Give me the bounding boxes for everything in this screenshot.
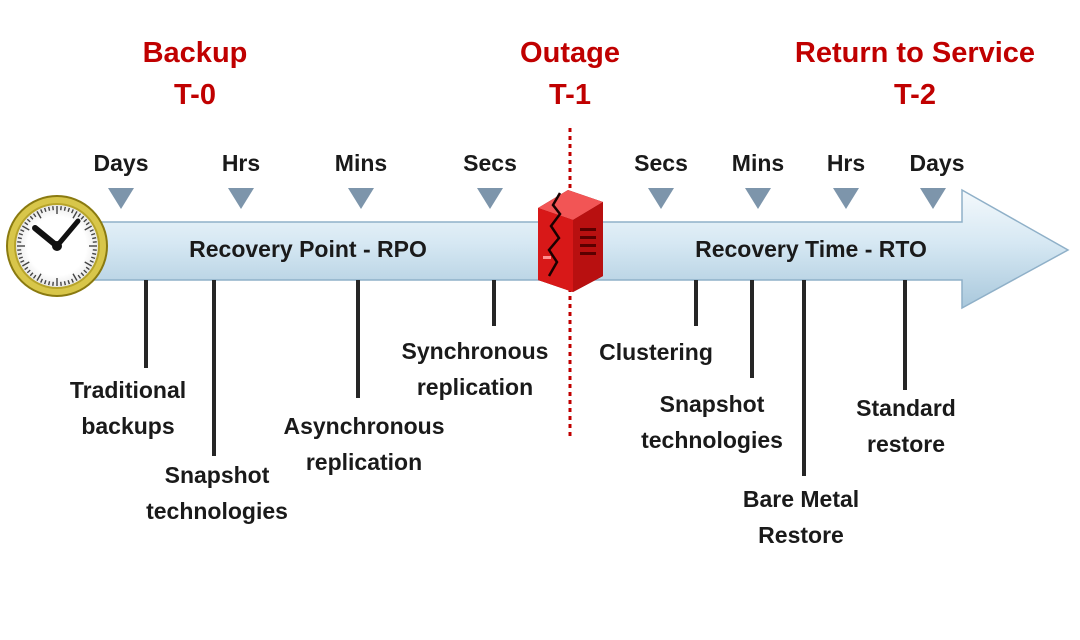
clock-tick xyxy=(40,278,43,283)
clock-tick xyxy=(72,273,78,281)
scale-marker xyxy=(648,188,674,209)
stem-asynchronous xyxy=(356,280,360,398)
clock-tick xyxy=(20,229,25,232)
clock-tick xyxy=(47,281,51,286)
clock-tick xyxy=(91,256,96,260)
clock-tick xyxy=(43,280,47,285)
stem-snapshot-left xyxy=(212,280,216,456)
clock-tick xyxy=(29,215,34,220)
clock-tick xyxy=(77,213,82,218)
clock-tick xyxy=(20,260,25,263)
phase-code: T-1 xyxy=(549,79,591,111)
clock-tick xyxy=(17,236,22,240)
phase-code: T-0 xyxy=(174,79,216,111)
scale-marker xyxy=(108,188,134,209)
rto-label: Recovery Time - RTO xyxy=(695,236,927,262)
scale-marker xyxy=(228,188,254,209)
clock-tick xyxy=(71,209,74,214)
clock-tick xyxy=(47,206,51,211)
tech-standard-restore: Standard restore xyxy=(856,395,956,457)
clock-tick xyxy=(83,269,88,274)
clock-tick xyxy=(91,232,96,236)
clock-tick xyxy=(22,225,30,231)
clock-tick xyxy=(72,211,78,219)
clock-tick xyxy=(84,225,92,231)
clock-tick xyxy=(89,260,94,263)
phase-name: Return to Service xyxy=(794,37,1036,69)
clock-tick xyxy=(24,221,29,226)
scale-label-secs-right: Secs xyxy=(634,150,688,176)
stem-snapshot-right xyxy=(750,280,754,378)
clock-tick xyxy=(32,213,37,218)
phase-name: Backup xyxy=(142,37,248,69)
phase-backup: Backup T-0 xyxy=(125,32,265,116)
tech-bare-metal-restore: Bare Metal Restore xyxy=(742,486,860,548)
clock-tick xyxy=(85,221,90,226)
clock-tick xyxy=(80,272,85,277)
clock-tick xyxy=(92,236,97,240)
clock-tick xyxy=(26,218,31,223)
tech-clustering: Clustering xyxy=(599,339,713,365)
clock-tick xyxy=(40,209,43,214)
clock-tick xyxy=(22,261,30,267)
scale-label-secs-left: Secs xyxy=(463,150,517,176)
failed-server-icon xyxy=(538,190,603,292)
clock-tick xyxy=(29,272,34,277)
clock-tick xyxy=(18,232,23,236)
scale-marker xyxy=(348,188,374,209)
scale-marker xyxy=(745,188,771,209)
tech-synchronous: Synchronous replication xyxy=(401,338,549,400)
clock-tick xyxy=(67,207,71,212)
clock-tick xyxy=(71,278,74,283)
clock-tick xyxy=(89,229,94,232)
clock-tick xyxy=(63,281,67,286)
tech-asynchronous: Asynchronous replication xyxy=(283,413,445,475)
stem-synchronous xyxy=(492,280,496,326)
stem-clustering xyxy=(694,280,698,326)
clock-tick xyxy=(36,273,42,281)
scale-marker xyxy=(477,188,503,209)
phase-return-to-service: Return to Service T-2 xyxy=(775,32,1055,116)
stem-traditional-backups xyxy=(144,280,148,368)
clock-tick xyxy=(24,266,29,271)
clock-tick xyxy=(92,252,97,256)
phase-outage: Outage T-1 xyxy=(500,32,640,116)
clock-tick xyxy=(77,274,82,279)
clock-tick xyxy=(26,269,31,274)
clock-tick xyxy=(80,215,85,220)
phase-code: T-2 xyxy=(894,79,936,111)
clock-tick xyxy=(36,211,42,219)
stem-standard-restore xyxy=(903,280,907,390)
scale-marker xyxy=(920,188,946,209)
clock-tick xyxy=(84,261,92,267)
clock-tick xyxy=(85,266,90,271)
scale-label-days-right: Days xyxy=(909,150,965,176)
scale-label-mins-left: Mins xyxy=(334,150,388,176)
clock-tick xyxy=(83,218,88,223)
rpo-label: Recovery Point - RPO xyxy=(189,236,427,262)
scale-label-hrs-left: Hrs xyxy=(221,150,261,176)
clock-tick xyxy=(32,274,37,279)
clock-tick xyxy=(43,207,47,212)
clock-tick xyxy=(17,252,22,256)
clock-tick xyxy=(67,280,71,285)
scale-label-mins-right: Mins xyxy=(731,150,785,176)
scale-marker xyxy=(833,188,859,209)
clock-tick xyxy=(18,256,23,260)
stem-bare-metal xyxy=(802,280,806,476)
tech-snapshot-right: Snapshot technologies xyxy=(641,391,783,453)
clock-tick xyxy=(63,206,67,211)
clock-icon xyxy=(6,195,108,297)
scale-label-days-left: Days xyxy=(93,150,149,176)
tech-snapshot-left: Snapshot technologies xyxy=(146,462,288,524)
phase-name: Outage xyxy=(520,37,620,69)
scale-label-hrs-right: Hrs xyxy=(826,150,866,176)
tech-traditional-backups: Traditional backups xyxy=(69,377,187,439)
